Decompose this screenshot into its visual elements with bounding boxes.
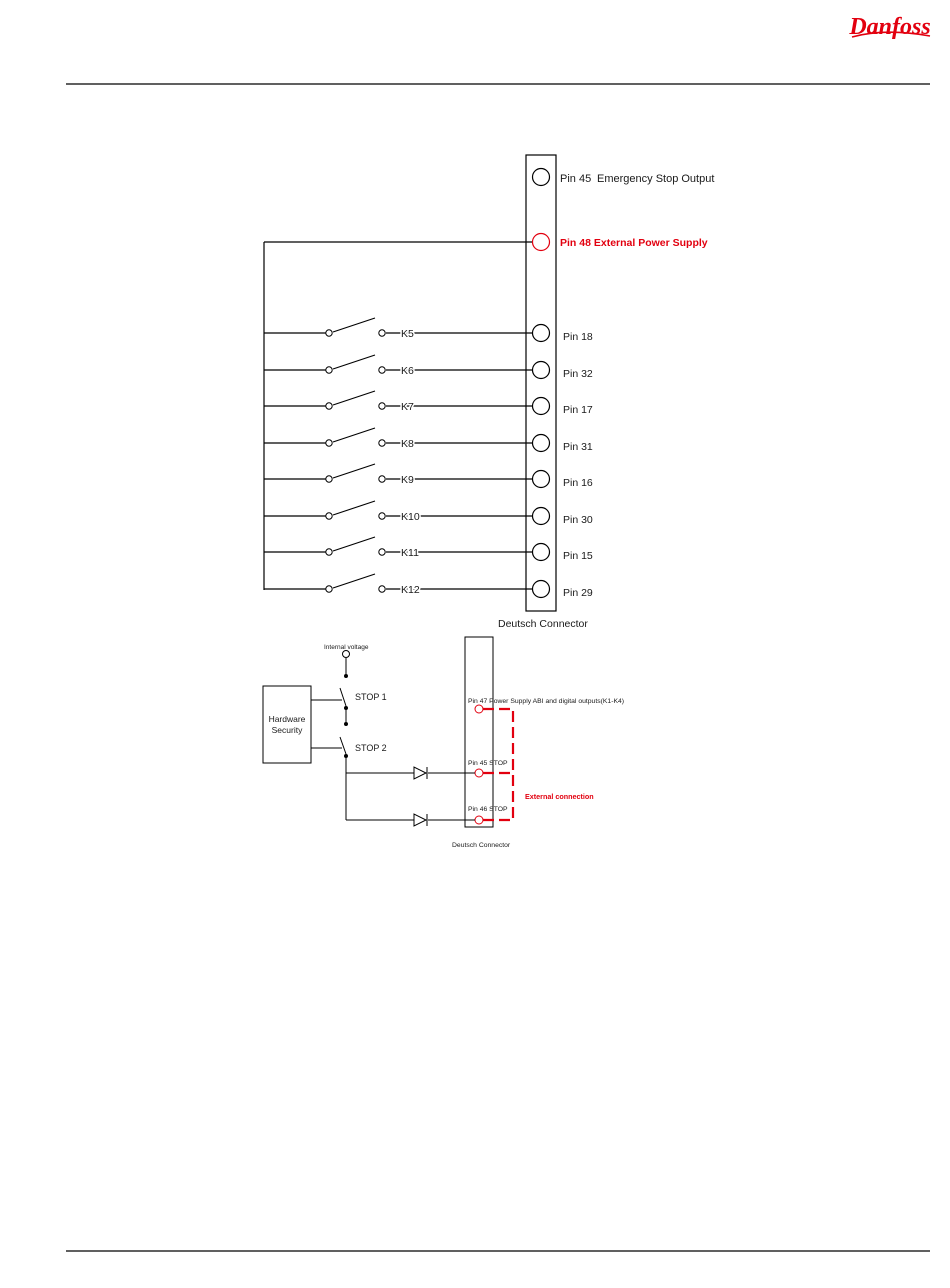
relay-k9-label: K9 — [401, 474, 414, 486]
pin46-stop-circle — [474, 815, 484, 825]
stop2-lower-contact — [344, 754, 348, 758]
relay-k9-contact-b — [378, 475, 386, 483]
deutsch-connector-2 — [464, 636, 494, 828]
relay-k12-label: K12 — [401, 584, 420, 596]
relay-k11-contact-a — [325, 548, 333, 556]
relay-k7-contact-b — [378, 402, 386, 410]
hardware-security-box — [262, 685, 312, 764]
relay-k12-pin-label: Pin 29 — [563, 587, 593, 599]
relay-k6-pin-circle — [531, 360, 551, 380]
relay-k9-switch-blade — [332, 463, 376, 479]
relay-k6-label: K6 — [401, 365, 414, 377]
hardware-security-label-2: Security — [272, 725, 303, 735]
pin45-label: Pin 45 — [560, 173, 591, 185]
relay-k7-pin-label: Pin 17 — [563, 404, 593, 416]
relay-k8-pin-circle — [531, 433, 551, 453]
relay-k12-pin-circle — [531, 579, 551, 599]
relay-k11-label: K11 — [401, 547, 419, 559]
relay-k10-pin-label: Pin 30 — [563, 514, 593, 526]
relay-k5-contact-b — [378, 329, 386, 337]
external-connection-label: External connection — [525, 792, 594, 801]
relay-rows: K5 Pin 18 K6 Pin 32 K7 Pin 17 K8 Pin 31 K9 Pin 16… — [264, 317, 593, 599]
internal-voltage-label: Internal voltage — [324, 644, 369, 651]
relay-k5-contact-a — [325, 329, 333, 337]
relay-k10-label: K10 — [401, 511, 420, 523]
diagram-emergency-stop — [262, 636, 515, 828]
pin48-circle — [531, 232, 551, 252]
stop1-lower-contact — [344, 706, 348, 710]
diagram-relay-outputs — [263, 154, 557, 612]
hardware-security-label-1: Hardware — [269, 714, 306, 724]
relay-k7-label: K7 — [401, 401, 414, 413]
pin45-description: Emergency Stop Output — [597, 173, 714, 185]
diode-pin46 — [413, 813, 428, 827]
pin47-label: Pin 47 Power Supply ABI and digital outp… — [468, 698, 624, 705]
relay-k12-contact-a — [325, 585, 333, 593]
stop2-upper-contact — [344, 722, 348, 726]
relay-k5-label: K5 — [401, 328, 414, 340]
stop1-upper-contact — [344, 674, 348, 678]
relay-k5-switch-blade — [332, 317, 376, 333]
relay-k9-contact-a — [325, 475, 333, 483]
relay-k7-pin-circle — [531, 396, 551, 416]
relay-k11-contact-b — [378, 548, 386, 556]
relay-k11-pin-label: Pin 15 — [563, 550, 593, 562]
relay-k10-pin-circle — [531, 506, 551, 526]
relay-k7-switch-blade — [332, 390, 376, 406]
relay-k12-switch-blade — [332, 573, 376, 589]
relay-k6-contact-a — [325, 366, 333, 374]
relay-k8-switch-blade — [332, 427, 376, 443]
danfoss-logo: Danfoss — [848, 14, 930, 40]
relay-k10-contact-b — [378, 512, 386, 520]
relay-k11-switch-blade — [332, 536, 376, 552]
pin45-stop-label: Pin 45 STOP — [468, 760, 508, 767]
pin47-circle — [474, 704, 484, 714]
connector-label-2: Deutsch Connector — [452, 842, 511, 849]
internal-voltage-terminal — [342, 650, 350, 658]
pin45-stop-circle — [474, 768, 484, 778]
pin46-stop-label: Pin 46 STOP — [468, 806, 508, 813]
pin48-label: Pin 48 External Power Supply — [560, 237, 708, 249]
external-connection-loop — [483, 707, 515, 822]
relay-k8-contact-a — [325, 439, 333, 447]
connector-label-1: Deutsch Connector — [498, 618, 588, 630]
relay-k9-pin-label: Pin 16 — [563, 477, 593, 489]
relay-k9-pin-circle — [531, 469, 551, 489]
relay-k8-label: K8 — [401, 438, 414, 450]
relay-k8-pin-label: Pin 31 — [563, 441, 593, 453]
diode-pin45 — [413, 766, 428, 780]
relay-k10-contact-a — [325, 512, 333, 520]
stop2-blade — [339, 736, 347, 755]
logo-text: Danfoss — [848, 14, 930, 40]
stop1-label: STOP 1 — [355, 692, 387, 702]
relay-k10-switch-blade — [332, 500, 376, 516]
relay-k6-contact-b — [378, 366, 386, 374]
relay-k8-contact-b — [378, 439, 386, 447]
stop1-blade — [339, 687, 347, 707]
deutsch-connector-1 — [525, 154, 557, 612]
relay-k6-pin-label: Pin 32 — [563, 368, 593, 380]
logo-swash — [851, 31, 931, 38]
relay-k11-pin-circle — [531, 542, 551, 562]
relay-k6-switch-blade — [332, 354, 376, 370]
relay-k5-pin-circle — [531, 323, 551, 343]
relay-k7-contact-a — [325, 402, 333, 410]
pin45-circle — [531, 167, 551, 187]
relay-k12-contact-b — [378, 585, 386, 593]
stop2-label: STOP 2 — [355, 743, 387, 753]
relay-k5-pin-label: Pin 18 — [563, 331, 593, 343]
